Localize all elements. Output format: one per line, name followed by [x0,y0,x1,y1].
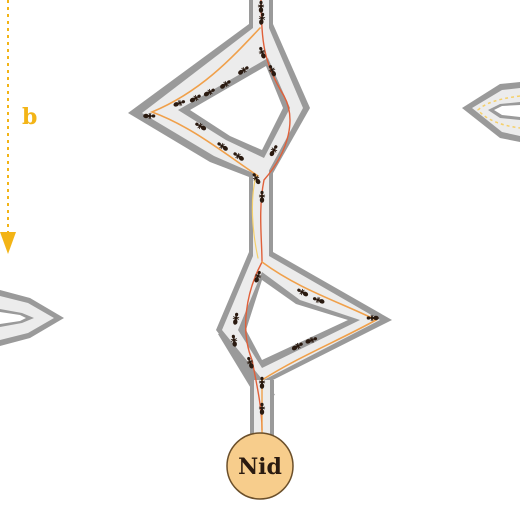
nest: Nid [226,432,294,500]
trail-upper-orange [149,27,261,177]
right-trail [476,95,520,129]
corridor-network [128,0,392,440]
right-panel-fragment [462,82,520,142]
arrow-down-icon [0,232,16,254]
left-panel-fragment: b [0,0,64,346]
nest-label: Nid [238,454,282,480]
arrow-label: b [22,104,37,130]
nest-circle [226,432,294,500]
